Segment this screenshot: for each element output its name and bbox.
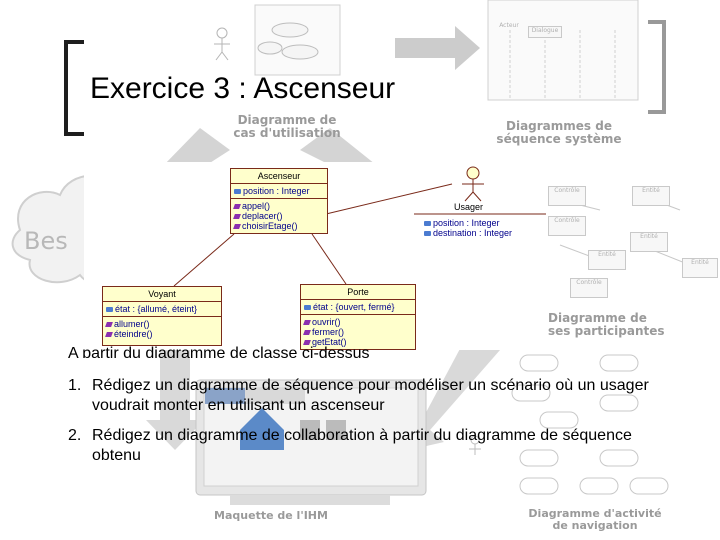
class-porte-attributes: état : {ouvert, fermé} xyxy=(301,300,415,315)
bg-label-use-case: Diagramme de cas d'utilisation xyxy=(233,113,341,141)
attribute-icon xyxy=(424,221,431,227)
attribute-icon xyxy=(304,305,311,311)
operation-text: allumer() xyxy=(114,319,150,329)
attribute-row: position : Integer xyxy=(234,186,324,196)
usecase-actor-icon xyxy=(214,27,230,61)
assoc-ascenseur-usager xyxy=(325,183,453,215)
sequence-thumb-frame xyxy=(487,0,639,101)
operation-icon xyxy=(105,332,113,338)
assoc-ascenseur-porte xyxy=(311,233,347,285)
usager-name: Usager xyxy=(454,202,484,212)
attribute-icon xyxy=(106,307,113,313)
bg-label-system-sequence: Diagrammes de séquence système xyxy=(496,119,622,147)
task-number: 1. xyxy=(68,377,82,394)
attribute-row: destination : Integer xyxy=(424,228,512,238)
operation-text: getEtat() xyxy=(312,337,347,347)
operation-row: allumer() xyxy=(105,319,218,329)
operation-text: éteindre() xyxy=(114,329,153,339)
operation-icon xyxy=(303,320,311,326)
uml-class-diagram: Ascenseur position : Integer appel() dep… xyxy=(84,162,546,350)
class-voyant-attributes: état : {allumé, éteint} xyxy=(103,302,221,317)
usecase-ellipse-2 xyxy=(281,44,319,60)
assoc-ascenseur-voyant xyxy=(173,233,235,287)
class-porte: Porte état : {ouvert, fermé} ouvrir() fe… xyxy=(300,284,416,350)
operation-row: fermer() xyxy=(303,327,412,337)
operation-icon xyxy=(233,214,241,220)
attribute-text: état : {allumé, éteint} xyxy=(115,304,198,314)
bg-label-ihm: Maquette de l'IHM xyxy=(214,509,328,522)
bg-mini-controle-3: Contrôle xyxy=(570,278,608,298)
bg-mini-entite-2: Entité xyxy=(630,232,668,252)
operation-row: choisirEtage() xyxy=(233,221,324,231)
usager-actor-icon xyxy=(462,166,484,202)
bg-mini-entite-3: Entité xyxy=(588,250,626,270)
attribute-text: position : Integer xyxy=(433,218,500,228)
bg-mini-controle-2: Contrôle xyxy=(548,216,586,236)
usecase-thumb-frame xyxy=(254,4,341,76)
attribute-row: position : Integer xyxy=(424,218,512,228)
attribute-icon xyxy=(424,231,431,237)
bg-mini-dialogue: Dialogue xyxy=(528,26,562,38)
bg-mini-actor: Acteur xyxy=(499,22,519,29)
class-porte-name: Porte xyxy=(301,285,415,300)
class-ascenseur: Ascenseur position : Integer appel() dep… xyxy=(230,168,328,234)
task-item: 2. Rédigez un diagramme de collaboration… xyxy=(68,426,668,466)
operation-row: deplacer() xyxy=(233,211,324,221)
bg-mini-entite-4: Entité xyxy=(682,258,718,278)
monitor-icon xyxy=(195,379,427,505)
operation-text: ouvrir() xyxy=(312,317,341,327)
bg-label-participants: Diagramme de ses participantes xyxy=(548,311,665,339)
attribute-row: état : {allumé, éteint} xyxy=(106,304,218,314)
class-ascenseur-attributes: position : Integer xyxy=(231,184,327,199)
operation-row: getEtat() xyxy=(303,337,412,347)
title-bracket-right xyxy=(648,20,666,114)
usecase-ellipse-1 xyxy=(271,22,309,38)
class-porte-operations: ouvrir() fermer() getEtat() xyxy=(301,315,415,349)
task-text: Rédigez un diagramme de collaboration à … xyxy=(92,427,632,464)
operation-icon xyxy=(233,224,241,230)
class-voyant-name: Voyant xyxy=(103,287,221,302)
bg-mini-entite-1: Entité xyxy=(632,186,670,206)
operation-text: appel() xyxy=(242,201,271,211)
operation-icon xyxy=(233,204,241,210)
task-list: 1. Rédigez un diagramme de séquence pour… xyxy=(68,376,668,476)
navigation-actor-icon xyxy=(469,435,481,455)
task-number: 2. xyxy=(68,427,82,444)
attribute-row: état : {ouvert, fermé} xyxy=(304,302,412,312)
operation-row: éteindre() xyxy=(105,329,218,339)
operation-icon xyxy=(105,322,113,328)
operation-text: fermer() xyxy=(312,327,344,337)
bg-label-needs: Bes xyxy=(24,227,68,255)
usecase-ellipse-3 xyxy=(257,41,283,55)
operation-icon xyxy=(303,330,311,336)
operation-row: ouvrir() xyxy=(303,317,412,327)
navigation-thumb xyxy=(511,354,669,495)
task-text: Rédigez un diagramme de séquence pour mo… xyxy=(92,377,649,414)
operation-row: appel() xyxy=(233,201,324,211)
operation-text: choisirEtage() xyxy=(242,221,298,231)
arrow-right-top xyxy=(395,26,480,70)
class-voyant: Voyant état : {allumé, éteint} allumer()… xyxy=(102,286,222,346)
bg-mini-controle-1: Contrôle xyxy=(548,186,586,206)
class-voyant-operations: allumer() éteindre() xyxy=(103,317,221,345)
attribute-text: destination : Integer xyxy=(433,228,513,238)
uml-associations xyxy=(173,166,546,287)
attribute-text: état : {ouvert, fermé} xyxy=(313,302,395,312)
class-ascenseur-name: Ascenseur xyxy=(231,169,327,184)
operation-text: deplacer() xyxy=(242,211,283,221)
task-item: 1. Rédigez un diagramme de séquence pour… xyxy=(68,376,668,416)
usager-attributes: position : Integer destination : Integer xyxy=(424,218,512,238)
attribute-text: position : Integer xyxy=(243,186,310,196)
class-ascenseur-operations: appel() deplacer() choisirEtage() xyxy=(231,199,327,233)
intro-text: A partir du diagramme de classe ci-dessu… xyxy=(68,345,370,358)
bg-label-navigation: Diagramme d'activité de navigation xyxy=(528,507,662,533)
slide-title: Exercice 3 : Ascenseur xyxy=(90,72,396,105)
title-bracket-left xyxy=(64,40,84,136)
attribute-icon xyxy=(234,189,241,195)
